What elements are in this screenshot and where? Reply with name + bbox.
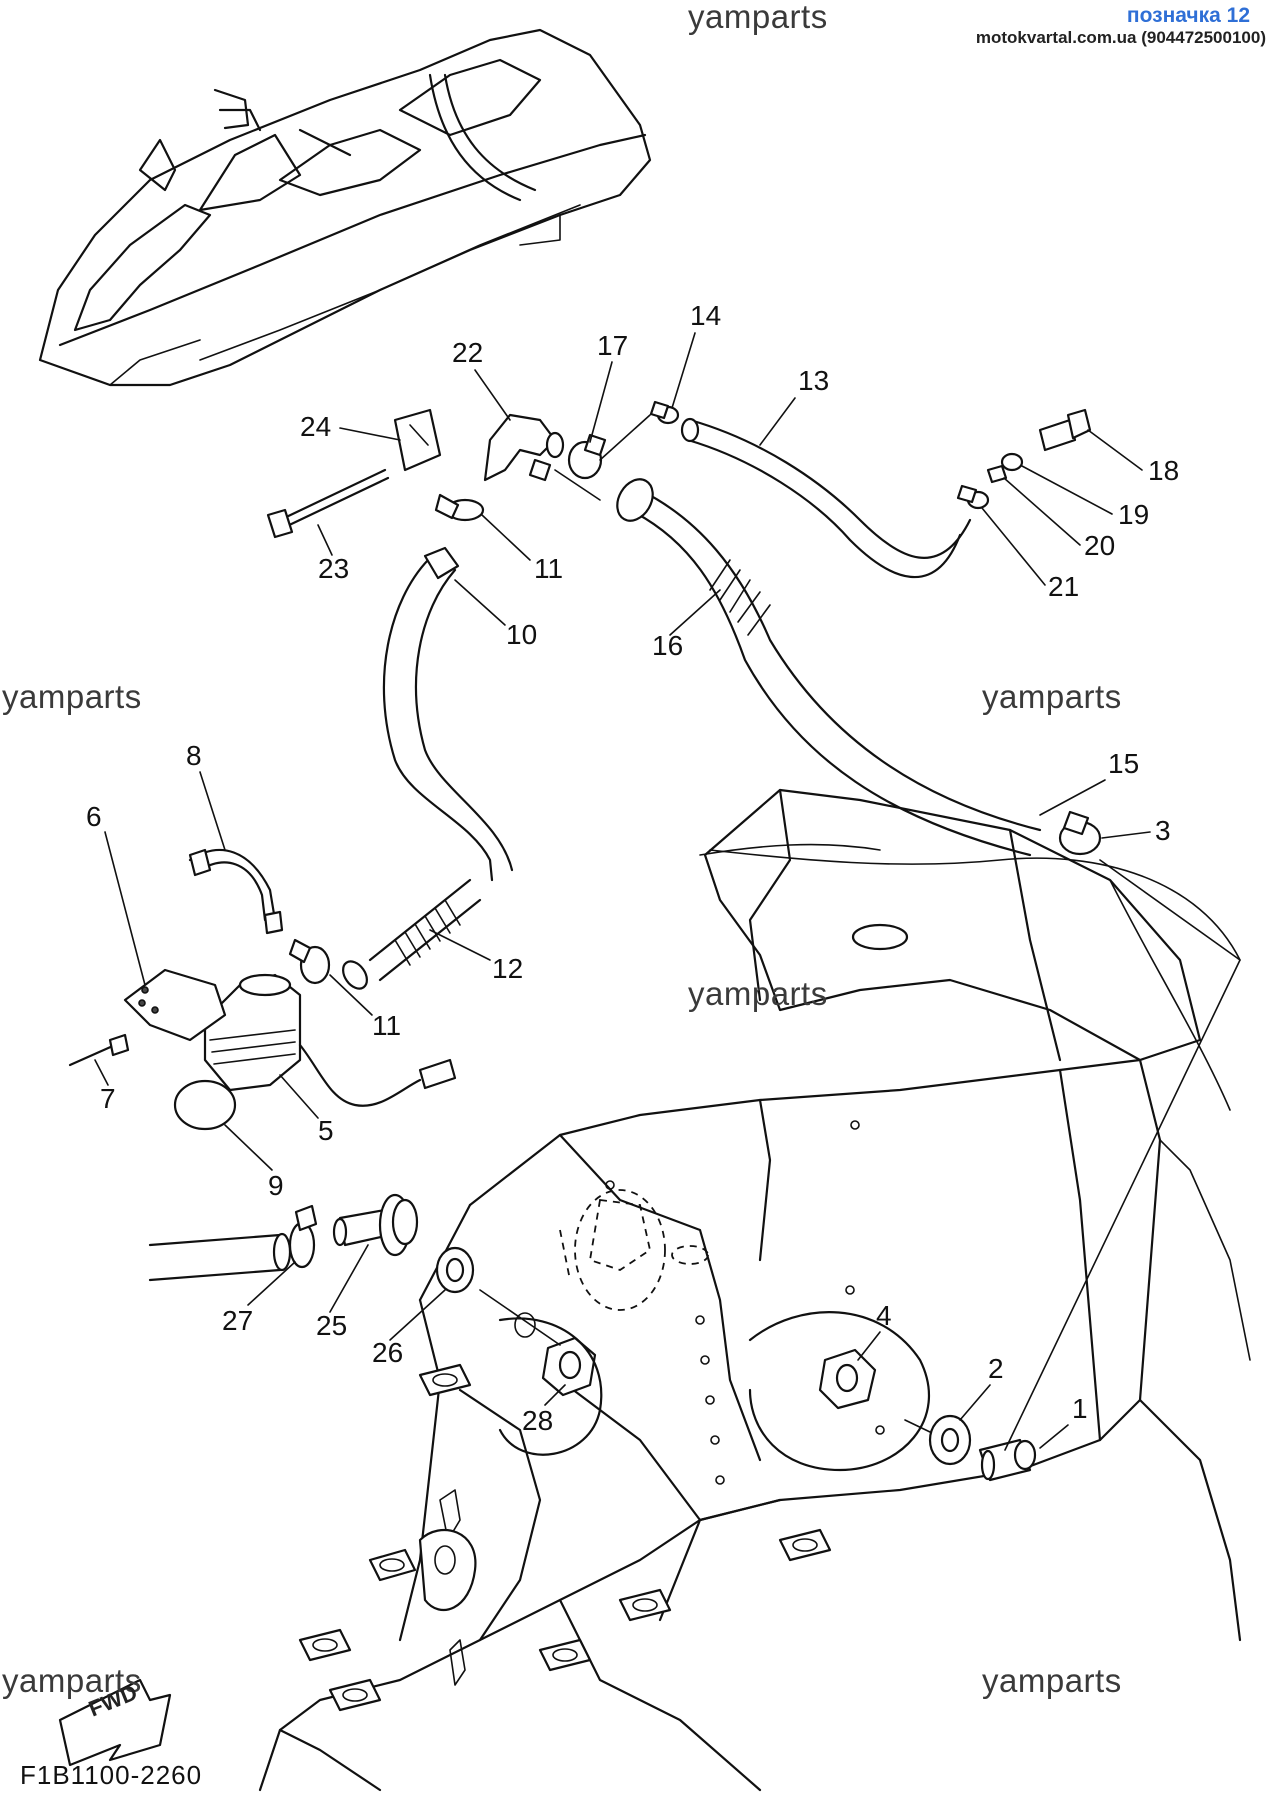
holder-24: [393, 408, 442, 472]
clamp-11-top: [434, 493, 485, 522]
filter-9: [173, 1079, 237, 1131]
part-label: 27: [222, 1305, 253, 1336]
part-label: 15: [1108, 748, 1139, 779]
part-label: 7: [100, 1083, 116, 1114]
clamp-14: [649, 400, 680, 425]
part-label: 20: [1084, 530, 1115, 561]
part-label: 3: [1155, 815, 1171, 846]
part-label: 16: [652, 630, 683, 661]
watercraft-overview: [38, 28, 652, 387]
clamp-17: [567, 433, 607, 480]
fwd-arrow: [58, 1678, 172, 1767]
clamp-3: [1058, 810, 1102, 856]
part-callouts: 1 2 3 4 5 6 7 8 9 10 11 11 12 13 14 15 1…: [86, 300, 1179, 1449]
part-label: 14: [690, 300, 721, 331]
screw-7: [68, 1033, 130, 1067]
watermark: yamparts: [2, 678, 142, 715]
nut-4: [748, 1311, 931, 1472]
cable-tie-23: [266, 468, 390, 539]
part-label: 2: [988, 1353, 1004, 1384]
fitting-25: [332, 1193, 419, 1257]
holder-6: [123, 968, 227, 1042]
nut-28: [498, 1312, 603, 1456]
part-label: 10: [506, 619, 537, 650]
header-label: позначка 12: [1126, 4, 1250, 27]
washer-20: [986, 464, 1008, 484]
part-label: 24: [300, 411, 331, 442]
part-label: 9: [268, 1170, 284, 1201]
hose-10: [382, 546, 514, 882]
watermark: yamparts: [688, 0, 828, 35]
band-8: [188, 848, 284, 935]
clamp-21: [956, 484, 990, 510]
mounting-pads: [298, 1363, 832, 1712]
hose-13: [680, 417, 972, 578]
part-label: 23: [318, 553, 349, 584]
watermark: yamparts: [688, 975, 828, 1012]
part-label: 13: [798, 365, 829, 396]
part-label: 18: [1148, 455, 1179, 486]
clamp-11-bottom: [288, 938, 331, 985]
hose-27-left: [148, 1232, 292, 1282]
watermark: yamparts: [982, 1662, 1122, 1699]
part-label: 25: [316, 1310, 347, 1341]
header-site: motokvartal.com.ua (904472500100): [975, 28, 1266, 47]
part-label: 5: [318, 1115, 334, 1146]
fitting-1: [978, 1438, 1037, 1482]
hose-16: [616, 478, 1042, 857]
diagram-code: F1B1100-2260: [20, 1760, 203, 1790]
part-label: 17: [597, 330, 628, 361]
washer-26: [435, 1246, 475, 1294]
washer-2: [928, 1414, 972, 1466]
watermark: yamparts: [2, 1662, 142, 1699]
part-label: 22: [452, 337, 483, 368]
part-label: 11: [534, 553, 563, 584]
part-label: 12: [492, 953, 523, 984]
part-label: 28: [522, 1405, 553, 1436]
part-label: 6: [86, 801, 102, 832]
pump-5: [203, 973, 457, 1107]
fitting-18: [1038, 408, 1092, 452]
part-label: 19: [1118, 499, 1149, 530]
part-label: 26: [372, 1337, 403, 1368]
part-label: 1: [1072, 1393, 1088, 1424]
watermark: yamparts: [982, 678, 1122, 715]
hull-section: [58, 788, 1251, 1792]
clamp-27: [288, 1204, 318, 1269]
part-label: 4: [876, 1300, 892, 1331]
elbow-22: [483, 413, 565, 482]
hull-holes: [418, 1120, 885, 1686]
part-label: 21: [1048, 571, 1079, 602]
leader-lines: [479, 414, 1241, 1451]
hose-12: [342, 878, 482, 990]
part-label: 8: [186, 740, 202, 771]
part-label: 11: [372, 1010, 401, 1041]
nut-19: [1000, 452, 1024, 472]
